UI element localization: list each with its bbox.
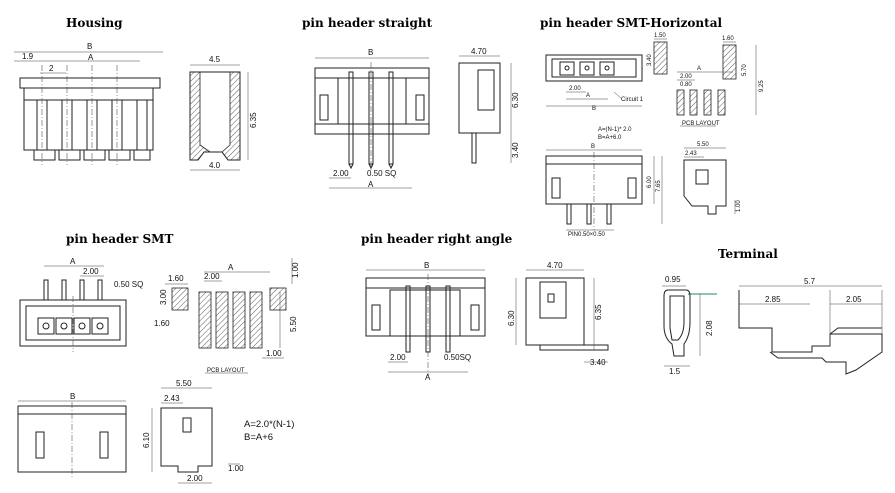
terminal-dim-2-85: 2.85 (765, 295, 781, 304)
terminal-side-view: 0.95 2.08 1.5 (662, 275, 717, 376)
right-angle-dim-0-50-sq: 0.50SQ (444, 353, 471, 362)
smt-front-view: B (17, 392, 127, 478)
smt-h-dim-7-65: 7.65 (656, 180, 662, 192)
smt-dim-5-50b: 5.50 (176, 379, 192, 388)
smt-h-circuit-label: Circuit 1 (621, 97, 644, 103)
smt-dim-0-50-sq: 0.50 SQ (114, 280, 143, 289)
right-angle-dim-4-70: 4.70 (547, 261, 563, 270)
smt-formula-a: A=2.0*(N-1) (244, 419, 294, 430)
title-terminal: Terminal (718, 247, 778, 261)
housing-dim-2: 2 (49, 64, 54, 73)
smt-h-dim-1-00: 1.00 (736, 200, 742, 212)
title-pin-header-smt: pin header SMT (66, 232, 173, 246)
housing-dim-1-9: 1.9 (22, 52, 34, 61)
right-angle-dim-a: A (425, 373, 431, 382)
smt-dim-1-60: 1.60 (168, 274, 184, 283)
smt-h-dim-2-00: 2.00 (569, 86, 581, 92)
smt-horizontal-pcb-layout: 1.50 3.40 1.60 5.70 A 2.00 0.80 9.25 PCB… (647, 33, 765, 127)
terminal-dim-0-95: 0.95 (665, 275, 681, 284)
smt-h-dim-b-front: B (591, 144, 595, 150)
straight-dim-b: B (368, 48, 373, 57)
smt-formula-b: B=A+6 (244, 432, 273, 443)
terminal-dim-2-05: 2.05 (846, 295, 862, 304)
smt-dim-6-10: 6.10 (142, 432, 151, 448)
straight-dim-3-40: 3.40 (511, 142, 520, 158)
smt-side-view: 5.50 2.43 6.10 1.00 2.00 (142, 379, 244, 484)
smt-h-dim-3-40: 3.40 (647, 54, 653, 66)
terminal-dim-5-7: 5.7 (804, 277, 816, 286)
smt-dim-1-00c: 1.00 (228, 464, 244, 473)
straight-dim-a: A (368, 180, 374, 189)
smt-dim-1-00b: 1.00 (266, 349, 282, 358)
straight-dim-0-50-sq: 0.50 SQ (367, 169, 396, 178)
straight-dim-6-30: 6.30 (511, 92, 520, 108)
smt-h-dim-5-50: 5.50 (697, 142, 709, 148)
smt-dim-a: A (70, 257, 76, 266)
smt-dim-3-00: 3.00 (159, 289, 168, 305)
right-angle-dim-b: B (424, 261, 429, 270)
title-pin-header-straight: pin header straight (302, 16, 433, 30)
smt-pcb-layout: 1.60 3.00 1.60 A 2.00 1.00 5.50 1.00 PCB… (154, 258, 300, 374)
smt-dim-2-00b: 2.00 (187, 474, 203, 483)
right-angle-side-view: 4.70 6.30 6.35 3.40 (507, 261, 609, 367)
smt-h-dim-6-00: 6.00 (647, 176, 653, 188)
title-pin-header-smt-horizontal: pin header SMT-Horizontal (540, 16, 722, 30)
right-angle-dim-6-35: 6.35 (594, 304, 603, 320)
housing-dim-a: A (88, 53, 94, 62)
smt-dim-b: B (70, 392, 75, 401)
right-angle-dim-3-40: 3.40 (590, 358, 606, 367)
smt-top-view: A 2.00 0.50 SQ (19, 257, 143, 352)
smt-pcb-layout-label: PCB LAYOUT (207, 368, 245, 374)
smt-dim-2-00: 2.00 (83, 267, 99, 276)
housing-front-view: B 1.9 A 2 (14, 42, 163, 165)
housing-dim-4-5: 4.5 (209, 55, 221, 64)
title-housing: Housing (66, 16, 123, 30)
straight-dim-4-70: 4.70 (471, 47, 487, 56)
terminal-profile-view: 5.7 2.85 2.05 (738, 277, 883, 375)
smt-h-dim-a: A (586, 93, 590, 99)
smt-horizontal-side-view: 5.50 2.43 1.00 (683, 142, 742, 215)
smt-h-pin-label: PIN0.50×0.50 (568, 232, 606, 238)
smt-horizontal-front-view: B PIN0.50×0.50 6.00 7.65 (545, 144, 663, 238)
smt-horizontal-top-view: 2.00 A B Circuit 1 (545, 54, 644, 112)
smt-h-dim-9-25: 9.25 (759, 80, 765, 92)
smt-dim-2-43: 2.43 (164, 394, 180, 403)
smt-dim-5-50: 5.50 (289, 316, 298, 332)
straight-front-view: B 2.00 0.50 SQ A (314, 48, 430, 189)
smt-h-pcb-layout-label: PCB LAYOUT (682, 121, 720, 127)
smt-h-dim-1-50: 1.50 (654, 33, 666, 39)
smt-h-formula-a: A=(N-1)* 2.0 (598, 127, 632, 133)
smt-h-dim-b: B (592, 106, 596, 112)
right-angle-dim-2-00: 2.00 (390, 353, 406, 362)
smt-h-dim-2-00-pcb: 2.00 (680, 74, 692, 80)
smt-h-dim-0-80: 0.80 (680, 82, 692, 88)
smt-h-dim-1-60: 1.60 (722, 36, 734, 42)
title-pin-header-right-angle: pin header right angle (361, 232, 513, 246)
housing-dim-4-0: 4.0 (209, 161, 221, 170)
smt-dim-2-00-pcb: 2.00 (204, 272, 220, 281)
terminal-dim-1-5: 1.5 (669, 367, 681, 376)
terminal-dim-2-08: 2.08 (705, 320, 714, 336)
smt-dim-1-60b: 1.60 (154, 319, 170, 328)
smt-h-dim-a-pcb: A (697, 66, 701, 72)
straight-dim-2-00: 2.00 (333, 169, 349, 178)
straight-side-view: 4.70 6.30 3.40 (458, 47, 520, 164)
housing-dim-b: B (87, 42, 92, 51)
right-angle-front-view: B 2.00 0.50SQ A (365, 261, 486, 382)
housing-dim-6-35: 6.35 (249, 112, 258, 128)
smt-dim-1-00: 1.00 (291, 262, 300, 278)
smt-h-dim-5-70: 5.70 (742, 64, 748, 76)
right-angle-dim-6-30: 6.30 (507, 310, 516, 326)
housing-side-section: 4.5 6.35 4.0 (189, 55, 258, 171)
smt-h-dim-2-43: 2.43 (685, 151, 697, 157)
smt-h-formula-b: B=A+6.0 (598, 135, 622, 141)
smt-dim-a-pcb: A (228, 263, 234, 272)
